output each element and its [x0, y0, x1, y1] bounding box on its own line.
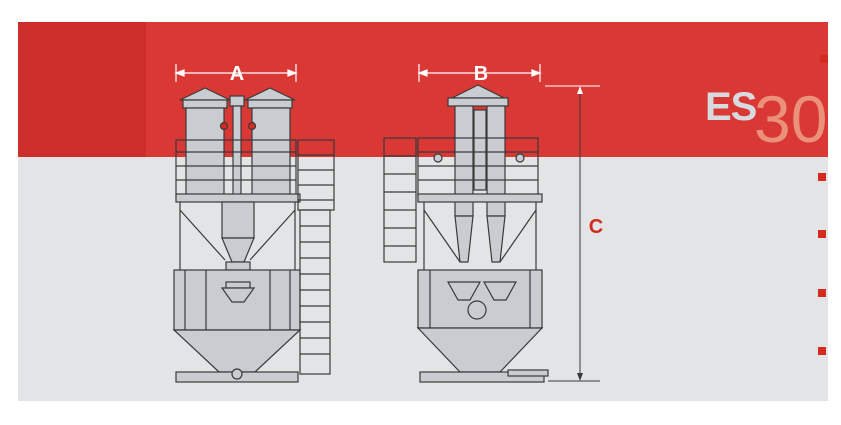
bullet-marker: [818, 230, 826, 238]
logo-number: 30: [754, 82, 827, 156]
dimension-b-label: B: [474, 63, 488, 85]
logo-prefix: ES: [705, 85, 757, 129]
dimension-a: [174, 64, 298, 82]
dimension-c-label: C: [589, 216, 603, 238]
bullet-marker: [818, 347, 826, 355]
bullet-marker: [818, 173, 826, 181]
machine-front-view: [172, 87, 335, 383]
dimension-a-label: A: [230, 63, 244, 85]
bullet-markers: [818, 55, 828, 355]
red-banner: [18, 22, 828, 157]
es30-logo: ES 30: [705, 82, 827, 156]
machine-side-view: [383, 84, 549, 383]
dimension-b: [417, 64, 542, 82]
bullet-marker: [820, 55, 828, 63]
banner-dark-block: [18, 22, 146, 157]
dimension-c: [545, 85, 600, 382]
bullet-marker: [818, 289, 826, 297]
